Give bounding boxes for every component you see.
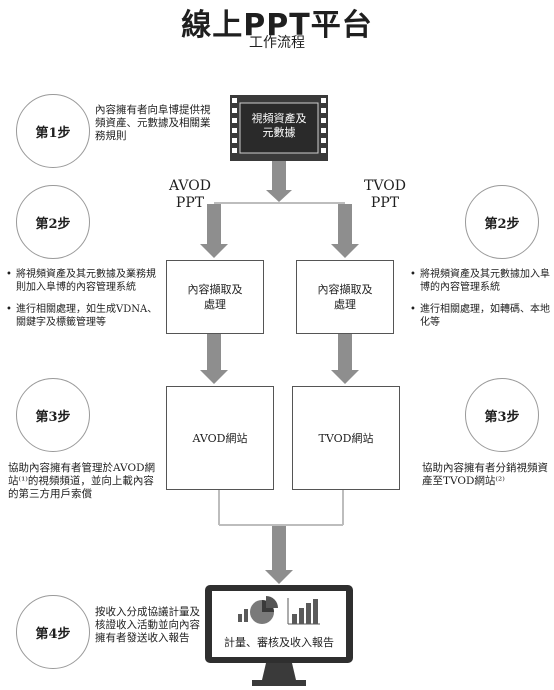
step4-description: 按收入分成協議計量及核證收入活動並向內容擁有者發送收入報告 — [95, 606, 200, 644]
arrow-left-to-site — [200, 333, 228, 384]
avod-label-line1: AVOD — [169, 178, 211, 194]
arrow-source-down — [266, 160, 292, 202]
step2-right-bullet-1: 將視頻資產及其元數據加入阜博的內容管理系統 — [410, 268, 550, 294]
arrow-right-to-ingest — [331, 204, 359, 258]
step2-left-bullet-2: 進行相關處理，如生成VDNA、關鍵字及標籤管理等 — [6, 303, 158, 329]
source-label-line1: 視頻資產及 — [251, 112, 307, 125]
page-title: 線上PPT平台 — [181, 8, 373, 43]
tvod-column-label: TVOD PPT — [345, 178, 425, 212]
page-subtitle: 工作流程 — [249, 35, 305, 51]
step2-left-bullet-1: 將視頻資產及其元數據及業務規則加入阜博的內容管理系統 — [6, 268, 158, 294]
step2-left-circle: 第2步 — [16, 185, 90, 259]
step3-left-circle: 第3步 — [16, 378, 90, 452]
step4-circle: 第4步 — [16, 595, 90, 669]
avod-ingest-box: 內容擷取及 處理 — [166, 260, 264, 334]
tvod-label-line2: PPT — [370, 195, 400, 211]
tvod-label-line1: TVOD — [364, 178, 406, 194]
tvod-ingest-line1: 內容擷取及 — [317, 283, 373, 296]
avod-site-box: AVOD網站 — [166, 386, 274, 490]
arrow-left-to-ingest — [200, 204, 228, 258]
arrow-right-to-site — [331, 333, 359, 384]
arrow-to-monitor — [265, 526, 293, 584]
avod-label-line2: PPT — [175, 195, 205, 211]
avod-ingest-line1: 內容擷取及 — [187, 283, 243, 296]
step2-right-bullet-2: 進行相關處理，如轉碼、本地化等 — [410, 303, 550, 329]
step3-left-description: 協助內容擁有者管理於AVOD網站⁽¹⁾的視頻頻道，並向上載內容的第三方用戶索償 — [8, 462, 155, 500]
step2-right-circle: 第2步 — [465, 185, 539, 259]
mini-bar-icon — [238, 609, 248, 622]
step3-right-circle: 第3步 — [465, 378, 539, 452]
pie-chart-icon — [250, 596, 278, 624]
step2-left-bullets: 將視頻資產及其元數據及業務規則加入阜博的內容管理系統 進行相關處理，如生成VDN… — [6, 268, 158, 338]
tvod-ingest-box: 內容擷取及 處理 — [296, 260, 394, 334]
step3-right-description: 協助內容擁有者分銷視頻資產至TVOD網站⁽²⁾ — [422, 462, 548, 487]
avod-ingest-line2: 處理 — [204, 298, 226, 311]
bar-chart-icon — [287, 598, 320, 625]
film-strip-icon — [230, 95, 328, 161]
tvod-ingest-line2: 處理 — [334, 298, 356, 311]
step1-circle: 第1步 — [16, 94, 90, 168]
source-label-line2: 元數據 — [262, 126, 296, 139]
tvod-site-box: TVOD網站 — [292, 386, 400, 490]
step1-description: 內容擁有者向阜博提供視頻資產、元數據及相關業務規則 — [95, 104, 211, 142]
source-media-label: 視頻資產及 元數據 — [240, 112, 318, 140]
step2-right-bullets: 將視頻資產及其元數據加入阜博的內容管理系統 進行相關處理，如轉碼、本地化等 — [410, 268, 550, 338]
monitor-icon — [205, 585, 353, 686]
avod-column-label: AVOD PPT — [150, 178, 230, 212]
monitor-label: 計量、審核及收入報告 — [224, 636, 334, 649]
